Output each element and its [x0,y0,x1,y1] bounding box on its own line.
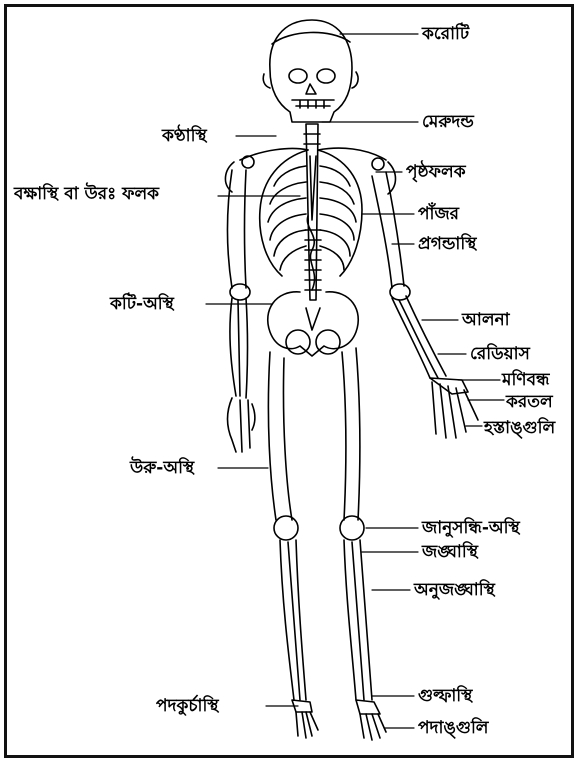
label-ribs: পাঁজর [418,204,459,224]
skull-drawing [263,20,358,122]
label-fibula: অনুজঙ্ঘাস্থি [414,580,495,600]
label-spine: মেরুদন্ড [422,112,474,132]
label-scapula: পৃষ্ঠফলক [406,162,466,182]
left-leg-drawing [268,352,318,738]
label-humerus: প্রগন্ডাস্থি [418,234,476,254]
right-leg-drawing [340,348,386,740]
label-skull: করোটি [422,24,469,44]
label-tibia: জঙ্ঘাস্থি [422,542,478,562]
label-ankle: গুল্ফাস্থি [418,686,472,706]
label-tarsal: পদকুর্চাস্থি [156,696,219,716]
label-palm: করতল [506,392,553,412]
label-ulna: আলনা [462,310,510,330]
label-fingers: হস্তাঙ্গুলি [484,418,555,438]
pelvis-drawing [268,292,359,356]
label-collarbone: কণ্ঠাস্থি [162,126,207,146]
label-kneecap: জানুসন্ধি-অস্থি [422,518,520,538]
label-pelvis: কটি-অস্থি [110,294,174,314]
label-wrist: মণিবন্ধ [502,370,550,390]
label-sternum: বক্ষাস্থি বা উরঃ ফলক [14,184,159,204]
label-toes: পদাঙ্গুলি [418,718,488,738]
label-femur: উরু-অস্থি [130,458,194,478]
leader-lines [206,34,504,728]
label-radius: রেডিয়াস [470,344,530,364]
left-arm-drawing [228,170,256,452]
